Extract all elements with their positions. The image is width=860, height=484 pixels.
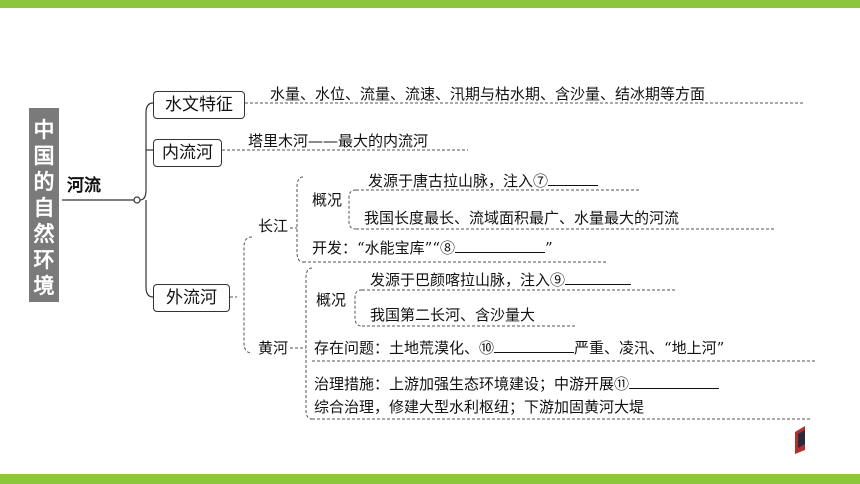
branch-inland: 内流河 [153, 139, 222, 167]
top-accent-bar [0, 0, 860, 8]
yellow-problems: 存在问题：土地荒漠化、⑩ 严重、凌汛、“地上河” [314, 338, 724, 358]
yellow-line1-text: 发源于巴颜喀拉山脉，注入⑨ [370, 271, 566, 289]
hydrology-text: 水量、水位、流量、流速、汛期与枯水期、含沙量、结冰期等方面 [270, 85, 706, 103]
side-label-char: 的 [33, 170, 55, 194]
yellow-measures-line1: 治理措施：上游加强生态环境建设；中游开展⑪ [314, 374, 720, 394]
side-label: 中 国 的 自 然 环 境 [29, 108, 59, 302]
answer-blank-8[interactable] [455, 238, 546, 253]
side-label-char: 国 [33, 144, 55, 168]
yellow-problems-prefix: 存在问题：土地荒漠化、⑩ [314, 339, 495, 357]
yangtze-dev-prefix: 开发：“水能宝库”“⑧ [312, 239, 456, 257]
side-label-char: 然 [33, 222, 55, 246]
yangtze-development: 开发：“水能宝库”“⑧ ” [312, 238, 553, 258]
bottom-accent-bar [0, 474, 860, 484]
yellow-problems-suffix: 严重、凌汛、“地上河” [574, 339, 725, 357]
yangtze-dev-suffix: ” [545, 239, 553, 257]
inland-text: 塔里木河——最大的内流河 [248, 132, 429, 150]
answer-blank-9[interactable] [565, 270, 632, 285]
yangtze-line2: 我国长度最长、流域面积最广、水量最大的河流 [364, 209, 680, 227]
side-label-char: 境 [33, 274, 55, 298]
yangtze-label: 长江 [258, 217, 289, 235]
answer-blank-10[interactable] [494, 338, 575, 353]
yellow-measures-line2: 综合治理，修建大型水利枢纽；下游加固黄河大堤 [314, 398, 645, 416]
side-label-char: 环 [33, 248, 55, 272]
yangtze-overview-label: 概况 [312, 191, 343, 209]
branch-hydrology: 水文特征 [153, 91, 245, 119]
answer-blank-11[interactable] [629, 374, 720, 389]
root-node: 河流 [67, 176, 101, 196]
yellow-river-label: 黄河 [258, 339, 289, 357]
yellow-line2: 我国第二长河、含沙量大 [370, 306, 536, 324]
yangtze-line1: 发源于唐古拉山脉，注入⑦ [368, 171, 599, 191]
answer-blank-7[interactable] [548, 171, 599, 186]
yellow-overview-label: 概况 [316, 291, 347, 309]
yellow-line1: 发源于巴颜喀拉山脉，注入⑨ [370, 270, 632, 290]
decoration-graphic [795, 426, 805, 454]
branch-outflow: 外流河 [153, 284, 230, 312]
side-label-char: 自 [33, 196, 55, 220]
side-label-char: 中 [33, 118, 55, 142]
yellow-measures-text: 治理措施：上游加强生态环境建设；中游开展⑪ [314, 375, 630, 393]
yangtze-line1-text: 发源于唐古拉山脉，注入⑦ [368, 172, 549, 190]
